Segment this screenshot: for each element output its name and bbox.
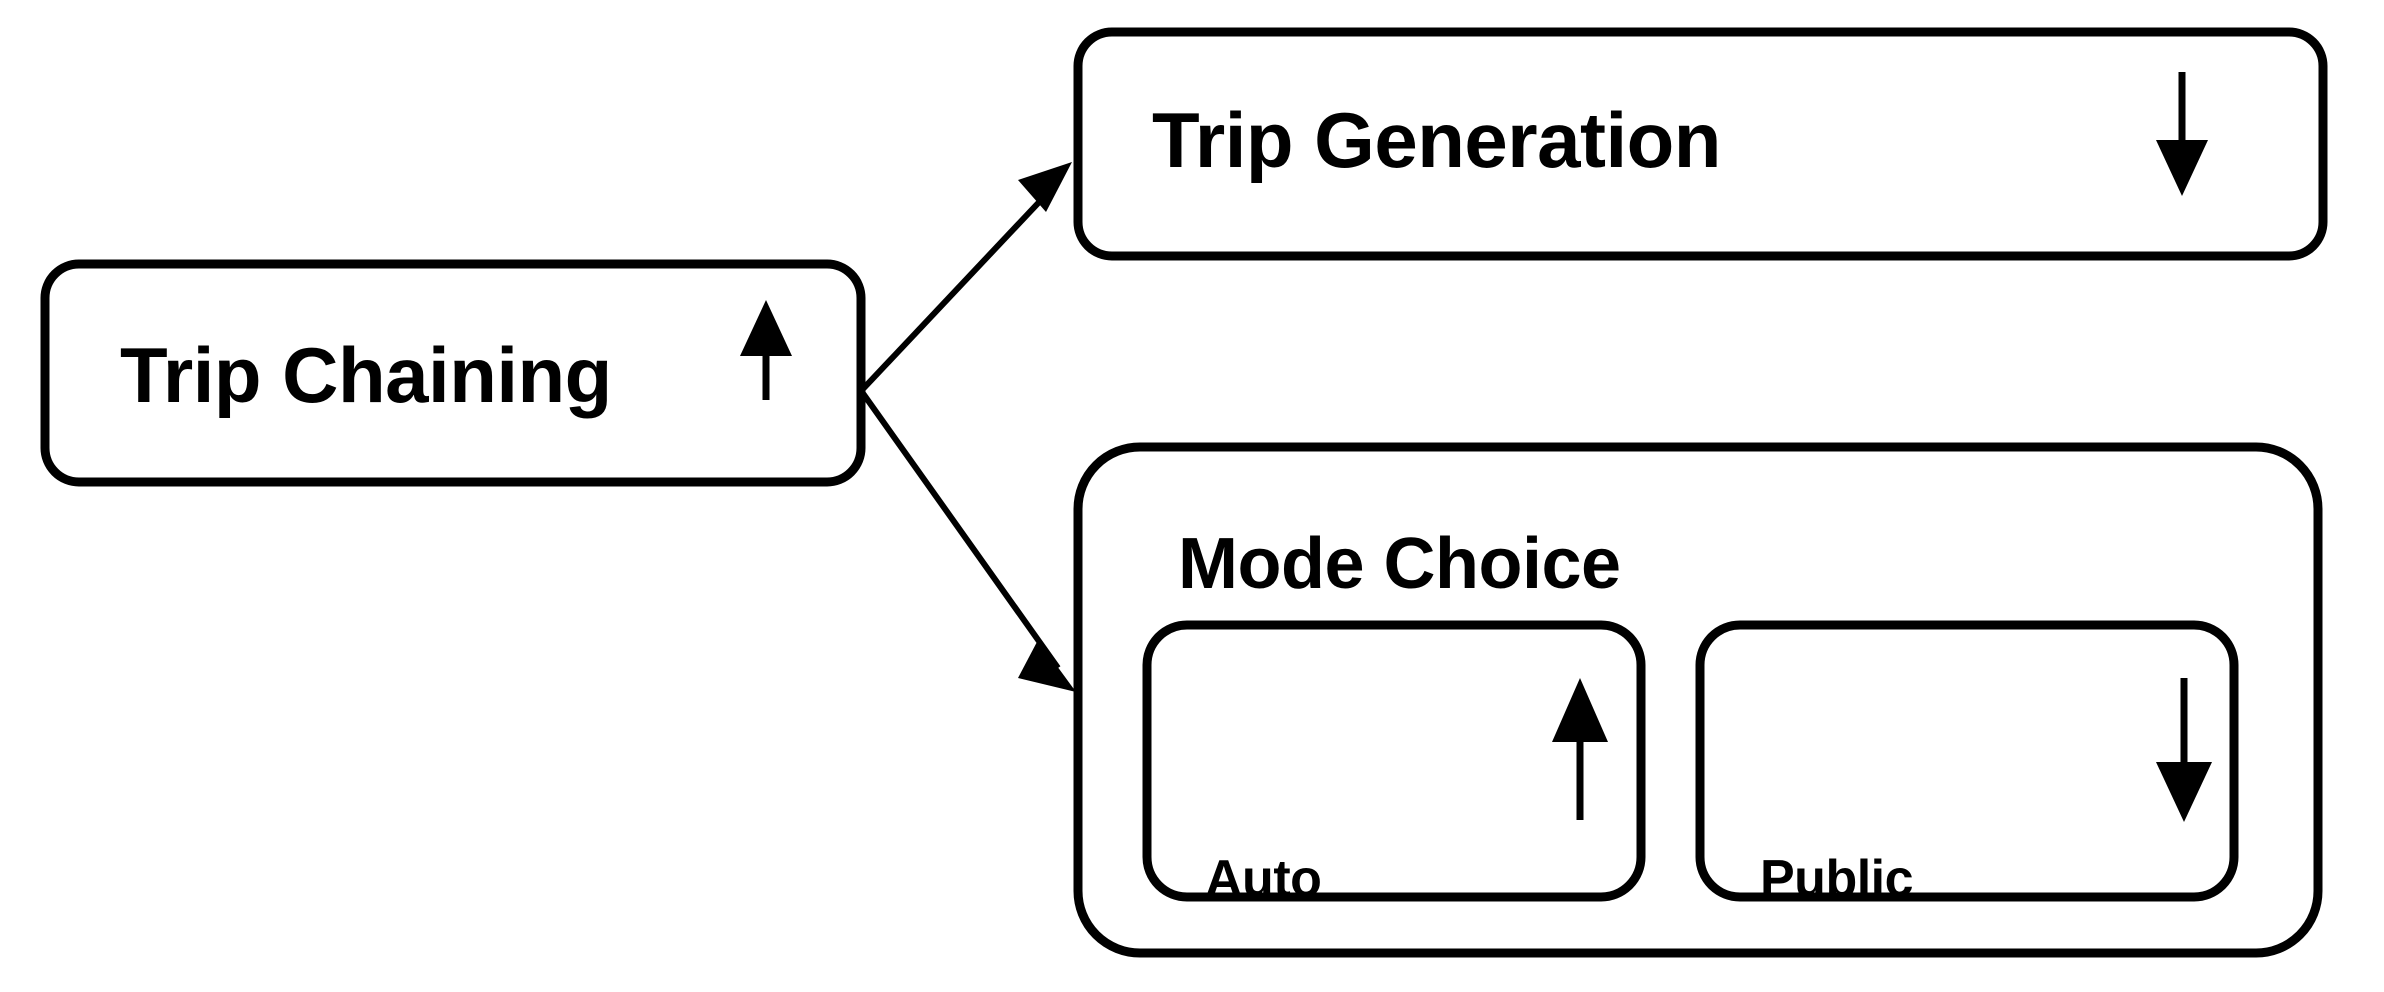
public-transport-box[interactable] xyxy=(1695,620,2239,902)
trip-chaining-label: Trip Chaining xyxy=(120,331,612,419)
public-transport-label-line1: Public xyxy=(1760,850,1914,909)
public-transport-label-group: Public Transport xyxy=(1760,678,1995,992)
connector-chaining-to-mode-choice xyxy=(859,390,1076,692)
trip-chaining-up-arrow-icon xyxy=(740,300,792,400)
trip-chaining-box[interactable] xyxy=(40,259,866,487)
auto-vehicles-box[interactable] xyxy=(1142,620,1646,902)
trip-generation-label: Trip Generation xyxy=(1152,96,1721,184)
auto-vehicles-up-arrow-icon xyxy=(1552,678,1608,820)
auto-vehicles-label-group: Auto Vehicles xyxy=(1205,678,1409,992)
public-transport-down-arrow-icon xyxy=(2156,678,2212,822)
connector-chaining-to-generation xyxy=(859,162,1072,393)
trip-generation-box[interactable] xyxy=(1073,27,2328,261)
auto-vehicles-label-line1: Auto xyxy=(1205,850,1322,909)
mode-choice-label: Mode Choice xyxy=(1178,524,1621,604)
trip-generation-down-arrow-icon xyxy=(2156,72,2208,196)
